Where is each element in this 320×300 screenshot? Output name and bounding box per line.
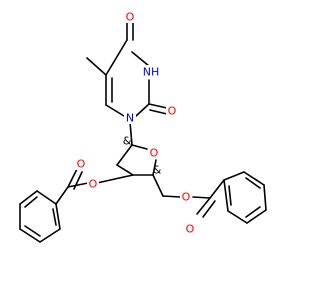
- bond-carbonyl-right: [196, 197, 211, 215]
- atom-o-carbonyl-left: O: [77, 158, 86, 171]
- structure-canvas: O NH O N O O O O O & &: [19, 10, 267, 243]
- left-ring-inner-2: [24, 225, 41, 237]
- bond-carbonyl-right-2: [202, 200, 216, 218]
- stereo-mark-c1prime: &: [123, 135, 132, 148]
- bond-o-carbonyl-right: [192, 196, 211, 199]
- bond-c6-n1: [105, 104, 125, 117]
- bond-ring-o-c4p: [152, 159, 157, 176]
- bond-c3p-c2p: [116, 164, 134, 176]
- bond-o-carbonyl-left: [67, 182, 89, 188]
- atom-o-carbonyl-right: O: [186, 223, 195, 236]
- left-ring-inner-3: [24, 196, 38, 208]
- label-layer: O NH O N O O O O O & &: [75, 10, 196, 236]
- bond-layer: [19, 22, 267, 243]
- bond-c1p-ring-o: [131, 144, 148, 150]
- atom-o-pyr-top: O: [126, 11, 135, 24]
- bond-c5-methyl: [86, 57, 107, 76]
- bond-n1-c2: [135, 103, 150, 117]
- bond-c2-carbonyl-2: [149, 109, 168, 115]
- bond-right-carbonyl-ring: [209, 179, 225, 199]
- atom-n-pyr-1: N: [126, 112, 134, 125]
- left-ring-inner-1: [52, 208, 57, 226]
- bond-n3-c4: [131, 51, 150, 67]
- molecule-drawing: O NH O N O O O O O & &: [19, 10, 267, 243]
- right-ring-inner-1: [245, 177, 261, 189]
- atom-o-ester-5prime: O: [182, 191, 191, 204]
- atom-o-pyr-c2: O: [168, 105, 177, 118]
- atom-o-ester-3prime: O: [89, 178, 98, 191]
- stereo-mark-c4prime: &: [153, 164, 162, 177]
- bond-carbonyl-left: [67, 168, 78, 188]
- right-ring-bond-3: [263, 184, 267, 211]
- right-ring-bond-4: [246, 209, 267, 224]
- left-ring-bond-5: [19, 190, 38, 205]
- bond-c5p-o: [162, 195, 181, 198]
- bond-c2-carbonyl: [148, 103, 168, 109]
- bond-n1-c1prime: [129, 121, 133, 146]
- bond-c4p-c5p: [152, 174, 164, 197]
- atom-nh-pyr: NH: [143, 66, 160, 79]
- bond-c2p-c1p: [116, 144, 133, 166]
- right-ring-bond-6: [223, 179, 229, 212]
- left-ring-bond-6: [36, 190, 57, 205]
- bond-c3p-o: [96, 174, 134, 184]
- right-ring-bond-1: [223, 171, 245, 181]
- left-ring-bond-3: [19, 228, 41, 243]
- left-ring-bond-1: [55, 203, 61, 230]
- right-ring-inner-2: [245, 206, 261, 218]
- left-ring-bond-2: [39, 228, 61, 243]
- right-ring-inner-3: [228, 185, 232, 206]
- right-ring-bond-2: [243, 171, 265, 186]
- bond-carbonyl-left-2: [73, 171, 83, 190]
- atom-ring-o: O: [150, 147, 159, 160]
- bond-c4-c5: [105, 39, 128, 76]
- bond-left-carbonyl-ring: [55, 186, 69, 205]
- right-ring-bond-5: [227, 210, 248, 224]
